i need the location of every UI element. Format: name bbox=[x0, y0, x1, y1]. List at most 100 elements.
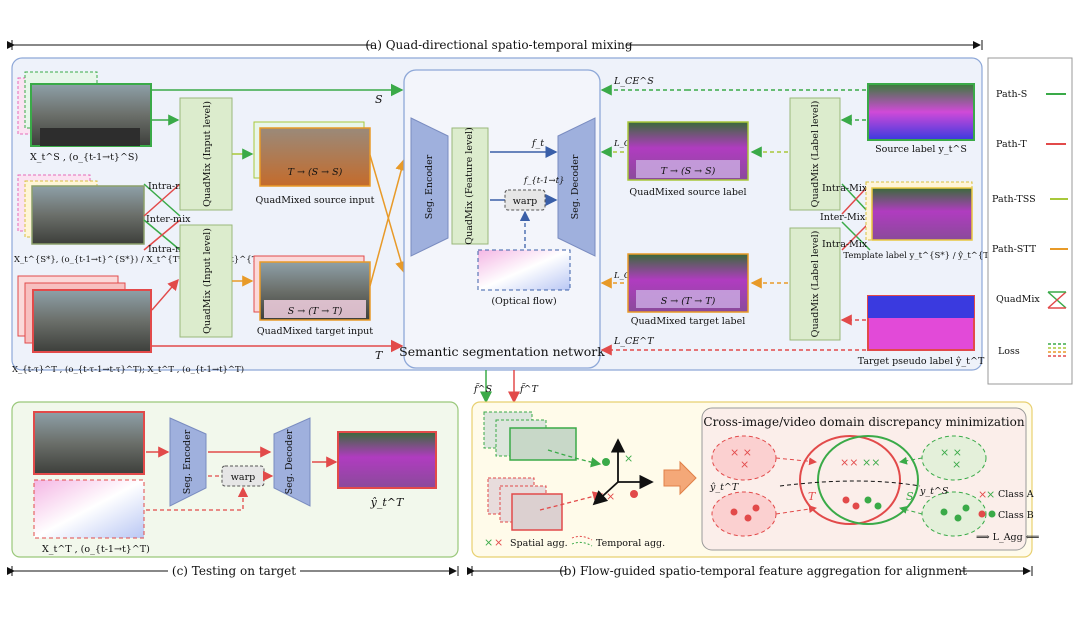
svg-text:× ×: × × bbox=[940, 446, 962, 459]
t-set-label: T bbox=[808, 490, 817, 503]
quadmix-input-level-top-label: QuadMix (Input level) bbox=[202, 101, 213, 207]
svg-text:××: ×× bbox=[862, 456, 880, 469]
intra-mix-right-2: Intra-Mix bbox=[822, 239, 868, 250]
quadmixed-source-formula: T → (S → S) bbox=[288, 167, 343, 178]
quadmix-cross-right bbox=[841, 183, 871, 251]
quadmixed-source-caption: QuadMixed source input bbox=[256, 195, 375, 206]
legend-quadmix-icon bbox=[1047, 291, 1067, 309]
title-a-rule bbox=[7, 40, 983, 50]
quadmix-label-level-bottom bbox=[789, 227, 841, 341]
quadmix-label-level-bottom-label: QuadMix (Label level) bbox=[810, 231, 821, 338]
svg-text:×: × bbox=[986, 488, 995, 501]
legend-item-5: Loss bbox=[998, 346, 1020, 357]
title-b: (b) Flow-guided spatio-temporal feature … bbox=[559, 564, 967, 578]
test-input-image bbox=[33, 411, 145, 475]
legend-item-0: Path-S bbox=[996, 89, 1027, 100]
source-input-label: X_t^S , (o_{t-1→t}^S) bbox=[30, 152, 138, 163]
decision-boundary bbox=[779, 480, 921, 487]
warp-label: warp bbox=[513, 196, 537, 207]
seg-decoder-label: Seg. Decoder bbox=[570, 154, 581, 219]
arrow-to-box bbox=[663, 460, 697, 496]
quadmixed-target-formula: S → (T → T) bbox=[288, 306, 343, 317]
spatial-agg-icon: × × bbox=[484, 536, 503, 549]
network-caption: Semantic segmentation network bbox=[399, 344, 605, 359]
discrepancy-title: Cross-image/video domain discrepancy min… bbox=[703, 415, 1024, 429]
quadmix-label-level-top-label: QuadMix (Label level) bbox=[810, 101, 821, 208]
legend-loss-icon bbox=[1048, 343, 1066, 357]
cluster-s-b bbox=[921, 491, 987, 537]
mixed-input-stack bbox=[17, 174, 145, 245]
f-t-tilde: f̃^T bbox=[519, 383, 538, 395]
quadmixed-target-caption: QuadMixed target input bbox=[257, 326, 373, 337]
quadmix-input-level-top bbox=[179, 97, 233, 211]
mixed-input-label: X_t^{S*}, (o_{t-1→t}^{S*}) / X_t^{T*}, (… bbox=[14, 254, 270, 265]
title-c-rule bbox=[7, 566, 459, 576]
seg-encoder bbox=[410, 117, 449, 257]
f-t-label: f_t bbox=[531, 138, 544, 149]
domain-t-ellipse bbox=[799, 435, 901, 525]
svg-text:×: × bbox=[952, 458, 961, 471]
quadmixed-target-label-formula: S → (T → T) bbox=[661, 296, 716, 307]
feature-space-axes: × × bbox=[592, 438, 654, 506]
svg-text:×: × bbox=[606, 490, 615, 503]
inter-mix-right: Inter-Mix bbox=[820, 212, 866, 223]
template-label-caption: Template label y_t^{S*} / ŷ_t^{T*} bbox=[843, 250, 998, 261]
loss-agg-label: ⟹ L_Agg ⟸ bbox=[976, 532, 1040, 543]
f-s-tilde: f̃^S bbox=[473, 383, 492, 395]
target-input-label: X_{t-τ}^T , (o_{t-τ-1→t-τ}^T); X_t^T , (… bbox=[12, 364, 244, 375]
quadmix-feature-level-label: QuadMix (Feature level) bbox=[464, 127, 475, 244]
test-flow-image bbox=[33, 479, 145, 539]
template-label-image bbox=[871, 187, 973, 241]
test-seg-decoder bbox=[273, 417, 311, 507]
svg-text:×: × bbox=[740, 458, 749, 471]
quadmixed-source-label-formula: T → (S → S) bbox=[661, 166, 716, 177]
quadmixed-source-input bbox=[253, 121, 371, 187]
seg-encoder-label: Seg. Encoder bbox=[424, 154, 435, 219]
domain-s-ellipse bbox=[817, 435, 919, 525]
path-s-symbol: S bbox=[375, 93, 383, 106]
intra-mix-right-1: Intra-Mix bbox=[822, 183, 868, 194]
test-warp-label: warp bbox=[231, 472, 255, 483]
f-prev-label: f_{t-1→t} bbox=[523, 176, 564, 186]
class-a-label: Class A bbox=[998, 489, 1034, 500]
intra-mix-label-2: Intra-mix bbox=[148, 244, 193, 255]
legend-item-4: QuadMix bbox=[996, 294, 1040, 305]
svg-text:×: × bbox=[484, 536, 493, 549]
source-input-stack bbox=[17, 71, 152, 147]
title-c: (c) Testing on target bbox=[172, 564, 296, 578]
title-b-rule bbox=[467, 566, 1033, 576]
path-t-symbol: T bbox=[375, 349, 384, 362]
loss-ce-s: L_CE^S bbox=[613, 76, 654, 87]
quadmix-feature-level bbox=[451, 127, 489, 245]
optical-flow-image bbox=[477, 249, 571, 291]
temporal-agg-icon bbox=[571, 535, 593, 547]
cluster-points: × × × × × × ×× ×× bbox=[730, 446, 970, 522]
loss-ce-t: L_CE^T bbox=[613, 336, 654, 347]
temporal-agg-label: Temporal agg. bbox=[596, 538, 665, 549]
quadmix-label-level-top bbox=[789, 97, 841, 211]
source-label-image bbox=[867, 83, 975, 141]
svg-text:× ×: × × bbox=[730, 446, 752, 459]
svg-text:×: × bbox=[978, 488, 987, 501]
svg-text:×: × bbox=[624, 452, 633, 465]
seg-decoder bbox=[557, 117, 596, 257]
title-a: (a) Quad-directional spatio-temporal mix… bbox=[365, 38, 633, 52]
test-seg-encoder bbox=[169, 417, 207, 507]
target-pseudo-label-caption: Target pseudo label ŷ_t^T bbox=[858, 356, 985, 367]
test-output-image bbox=[337, 431, 437, 489]
test-seg-encoder-label: Seg. Encoder bbox=[182, 429, 193, 494]
warp-block bbox=[504, 189, 546, 211]
test-output-label: ŷ_t^T bbox=[370, 496, 405, 509]
y-s-label: y_t^S bbox=[919, 486, 949, 497]
quadmixed-source-label-caption: QuadMixed source label bbox=[629, 187, 746, 198]
spatial-agg-label: Spatial agg. bbox=[510, 538, 568, 549]
legend-item-1: Path-T bbox=[996, 139, 1027, 150]
inter-mix-label-left: Inter-mix bbox=[146, 214, 191, 225]
yhat-t-label: ŷ_t^T bbox=[709, 482, 739, 493]
test-input-label: X_t^T , (o_{t-1→t}^T) bbox=[42, 544, 150, 555]
test-seg-decoder-label: Seg. Decoder bbox=[284, 429, 295, 494]
source-label-caption: Source label y_t^S bbox=[875, 144, 967, 155]
aggregation-red-stack bbox=[487, 477, 563, 531]
svg-text:××: ×× bbox=[840, 456, 858, 469]
